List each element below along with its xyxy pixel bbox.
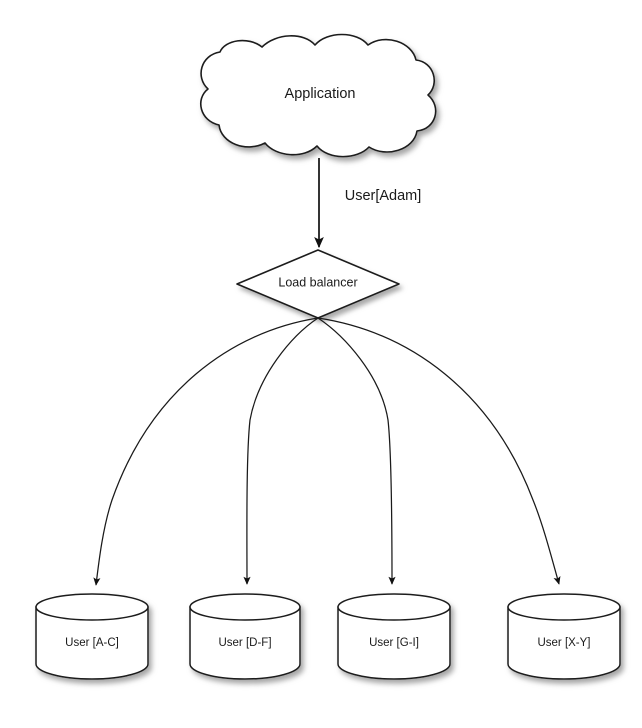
cylinder-top-3	[507, 593, 621, 621]
node-application-cloud[interactable]: Application	[199, 33, 437, 158]
cylinder-body-2	[337, 606, 451, 680]
cylinder-top-2	[337, 593, 451, 621]
node-load-balancer[interactable]: Load balancer	[236, 249, 400, 319]
database-label-3: User [X-Y]	[537, 637, 590, 649]
edge-balancer-to-db-3	[317, 317, 561, 585]
edge-cloud-to-balancer: User[Adam]	[314, 158, 422, 249]
cylinder-body-3	[507, 606, 621, 680]
node-database-1[interactable]: User [D-F]	[189, 593, 301, 680]
database-label-1: User [D-F]	[218, 637, 271, 649]
edge-label-user-adam: User[Adam]	[345, 188, 422, 204]
cylinder-body-0	[35, 606, 149, 680]
edge-balancer-to-db-0	[93, 317, 319, 586]
database-label-2: User [G-I]	[369, 637, 419, 649]
database-label-0: User [A-C]	[65, 637, 119, 649]
node-database-0[interactable]: User [A-C]	[35, 593, 149, 680]
cloud-label: Application	[285, 86, 356, 102]
cloud-shape	[199, 33, 437, 158]
cylinder-body-1	[189, 606, 301, 680]
load-balancer-label: Load balancer	[278, 275, 357, 289]
node-database-3[interactable]: User [X-Y]	[507, 593, 621, 680]
node-database-2[interactable]: User [G-I]	[337, 593, 451, 680]
edge-balancer-to-db-1	[243, 317, 319, 585]
cylinder-top-1	[189, 593, 301, 621]
edge-group-balancer-to-databases	[93, 317, 561, 586]
edge-balancer-to-db-2	[317, 317, 396, 585]
cylinder-top-0	[35, 593, 149, 621]
